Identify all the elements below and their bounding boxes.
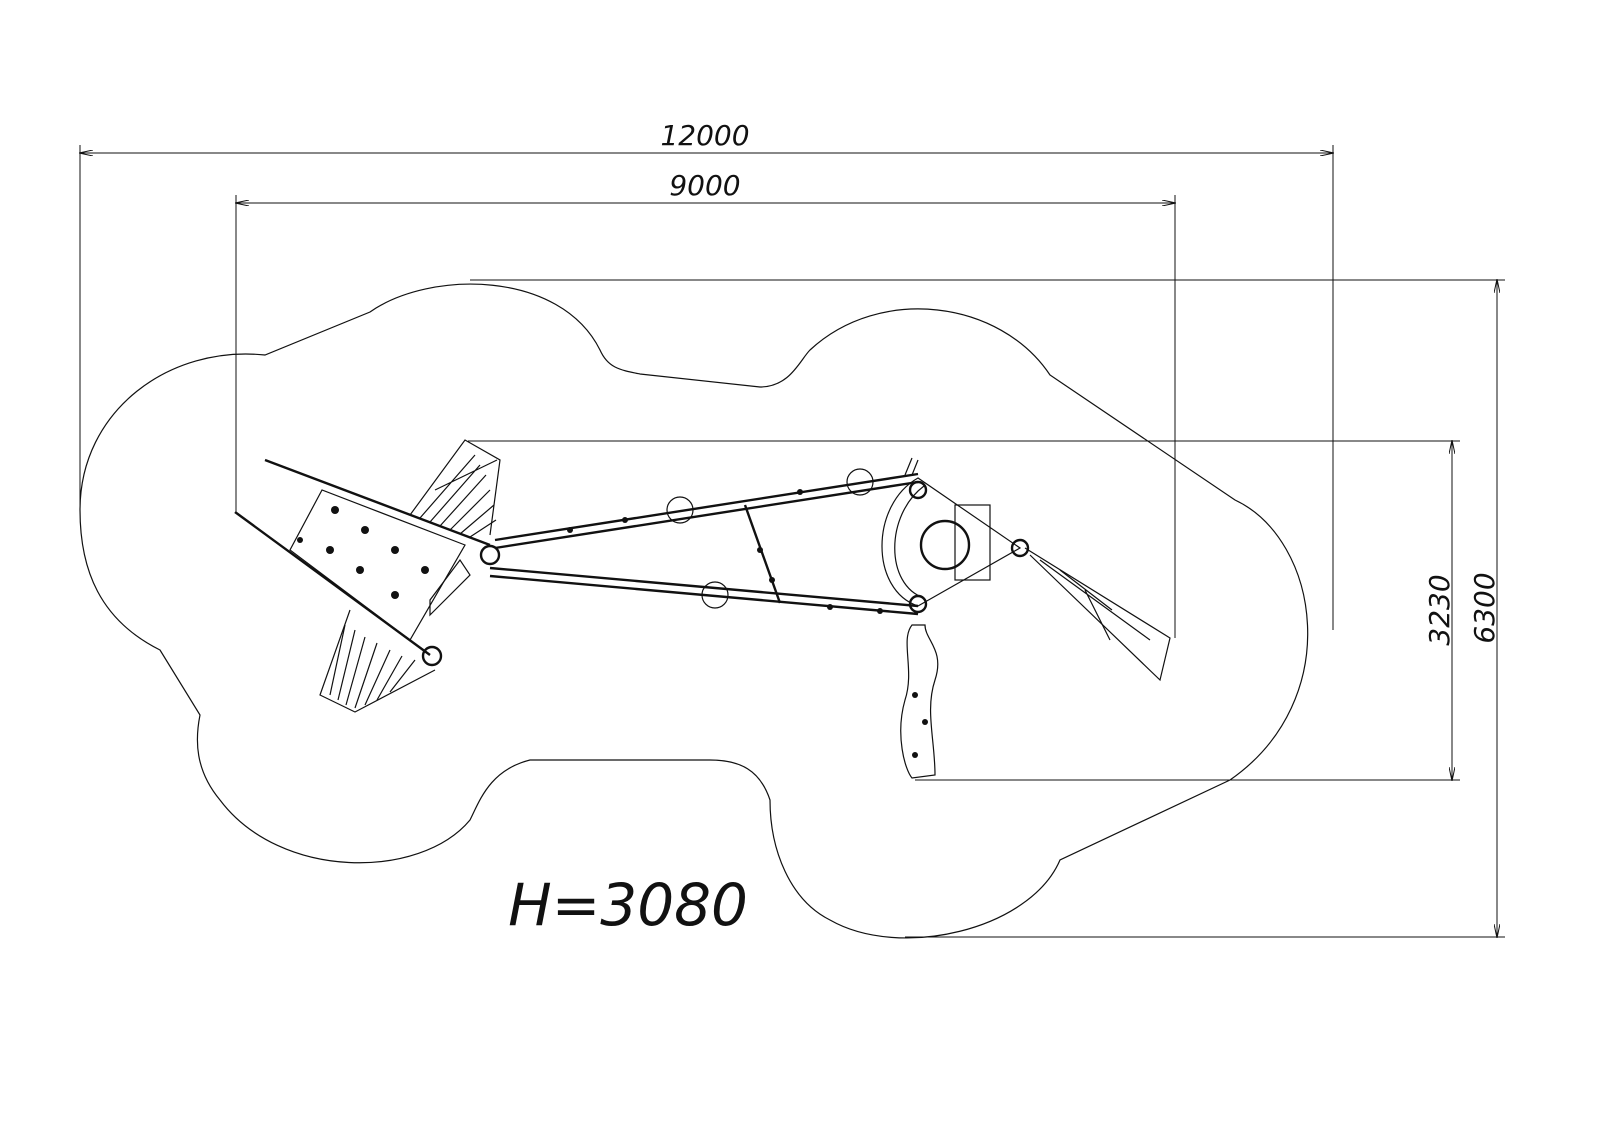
dimension-label-9000: 9000 (669, 169, 740, 202)
height-label: H=3080 (508, 871, 748, 939)
dimension-label-6300: 6300 (1468, 572, 1501, 643)
dimension-equipment-width: 9000 (236, 169, 1175, 638)
safety-zone-outline (79, 283, 1309, 939)
dimension-equipment-depth: 3230 (468, 441, 1460, 780)
dimension-overall-depth: 6300 (470, 280, 1505, 937)
left-tower-structure (234, 439, 501, 713)
right-tower-structure (881, 457, 1171, 779)
slide (1024, 547, 1171, 682)
tube-opening (919, 519, 971, 571)
dimension-label-12000: 12000 (660, 119, 749, 152)
ladder-bottom (319, 609, 436, 713)
bridge-rails (489, 468, 919, 616)
climbing-holds (297, 506, 429, 599)
steps (429, 558, 471, 617)
post-joint (479, 544, 501, 566)
dimension-overall-width: 12000 (80, 119, 1333, 630)
ladder-top (409, 439, 501, 538)
dimension-label-3230: 3230 (1423, 574, 1456, 645)
post-joint (421, 645, 443, 667)
climbing-pole (900, 624, 939, 779)
roof-tip (904, 457, 919, 476)
